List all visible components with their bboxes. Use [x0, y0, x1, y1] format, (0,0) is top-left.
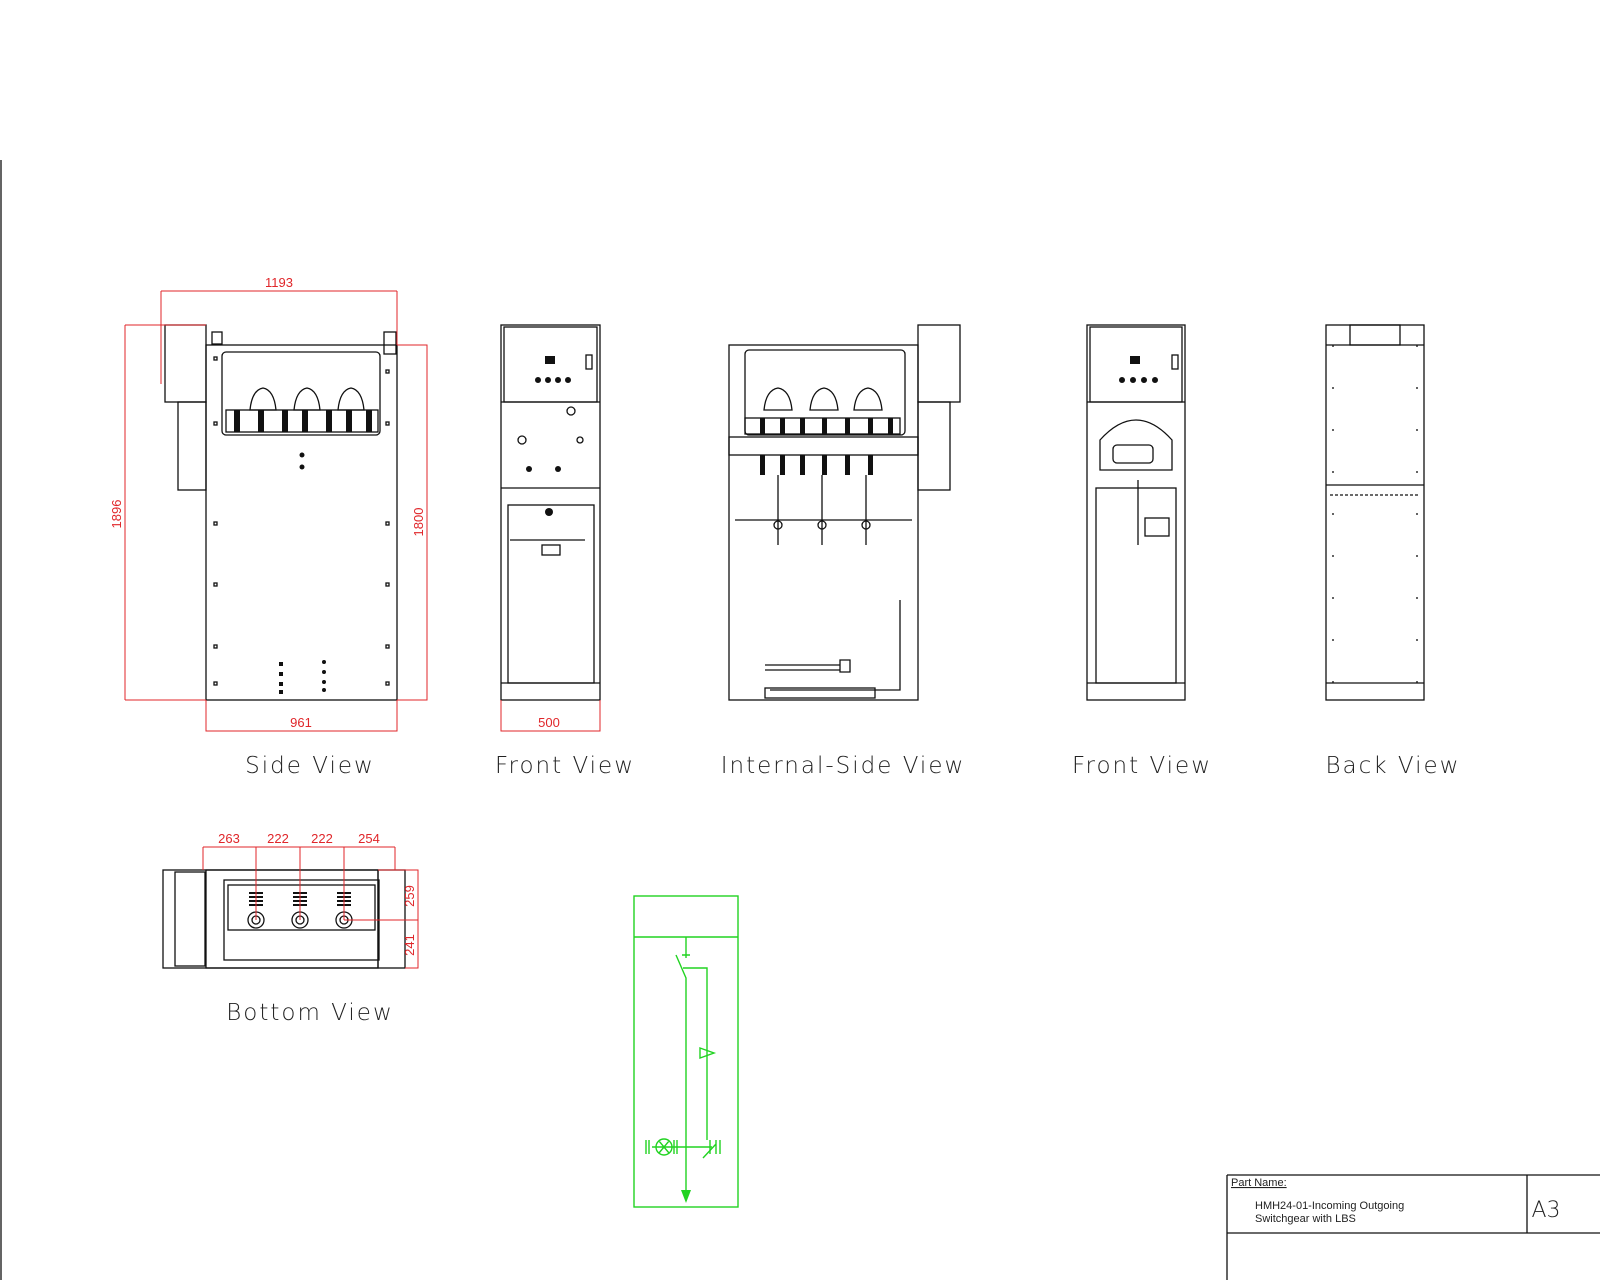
dim-961: 961 — [290, 715, 312, 730]
front-view-label: Front View — [495, 753, 635, 779]
dim-1800: 1800 — [411, 508, 426, 537]
dim-263: 263 — [218, 831, 240, 846]
arrow-down-icon — [681, 1190, 691, 1203]
internal-side-view-label: Internal-Side View — [721, 753, 966, 779]
dim-1896: 1896 — [109, 500, 124, 529]
dim-241: 241 — [402, 934, 417, 956]
dim-1193: 1193 — [265, 275, 293, 290]
back-view-drawing — [1325, 324, 1425, 701]
front-view-dimensions: 500 — [500, 700, 601, 732]
bottom-view-dimensions: 263 222 222 254 259 241 — [202, 831, 419, 969]
part-name-line2: Switchgear with LBS — [1255, 1213, 1356, 1225]
dim-259: 259 — [402, 885, 417, 907]
title-block: Part Name: HMH24-01-Incoming Outgoing Sw… — [1226, 1174, 1600, 1280]
dim-254: 254 — [358, 831, 380, 846]
sheet-size: A3 — [1531, 1198, 1560, 1223]
front-view-2-label: Front View — [1072, 753, 1212, 779]
part-name-line1: HMH24-01-Incoming Outgoing — [1255, 1200, 1404, 1212]
side-view-drawing — [164, 324, 398, 701]
part-name-label: Part Name: — [1231, 1177, 1287, 1189]
single-line-schematic — [633, 895, 739, 1208]
bottom-view-drawing — [162, 869, 406, 969]
side-view-label: Side View — [245, 753, 375, 779]
dim-222-a: 222 — [267, 831, 289, 846]
front-view-internal-drawing — [1086, 324, 1186, 701]
back-view-label: Back View — [1325, 753, 1460, 779]
front-view-drawing — [500, 324, 601, 701]
dim-500: 500 — [538, 715, 560, 730]
side-view-dimensions: 1193 1896 1800 961 — [109, 275, 428, 732]
dim-222-b: 222 — [311, 831, 333, 846]
bottom-view-label: Bottom View — [226, 1000, 394, 1026]
internal-side-view-drawing — [728, 324, 961, 701]
